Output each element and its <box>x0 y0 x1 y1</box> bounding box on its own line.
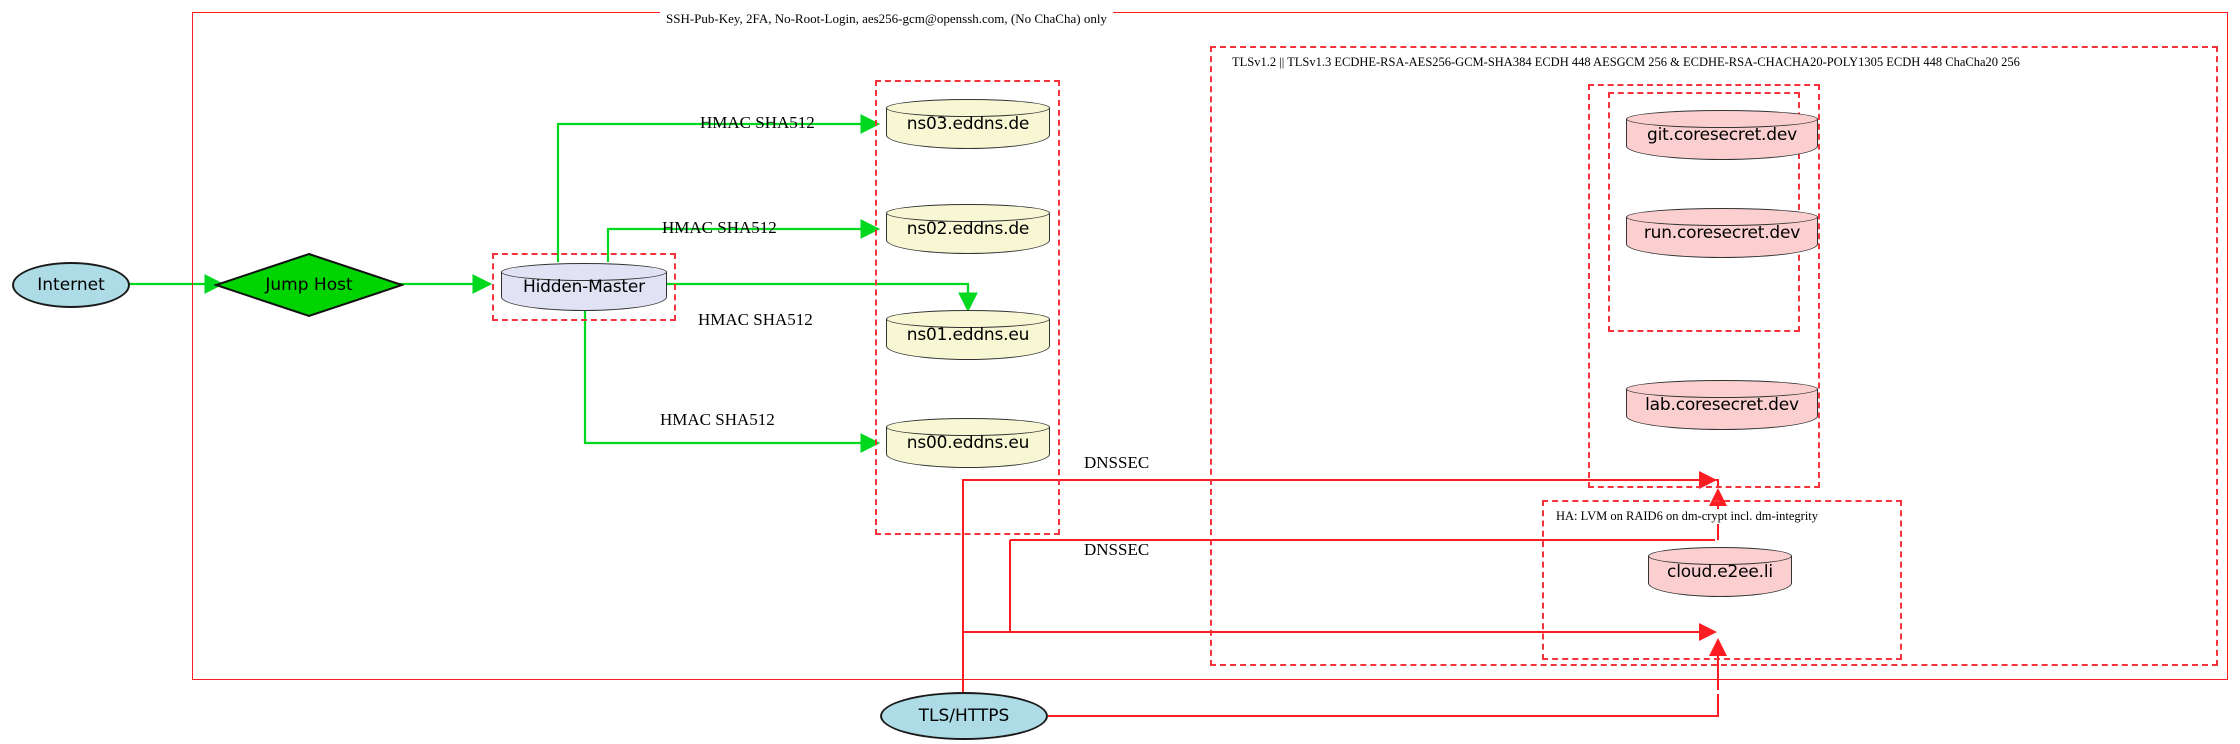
node-lab-coresecret[interactable]: lab.coresecret.dev <box>1626 380 1818 430</box>
coresecret-cluster-box <box>1588 84 1820 488</box>
cylinder-top <box>1626 208 1818 226</box>
edge-label-hmac-ns01: HMAC SHA512 <box>698 310 813 329</box>
node-jump-host[interactable]: Jump Host <box>214 252 404 318</box>
cylinder-top <box>1648 547 1792 565</box>
cylinder-body <box>886 108 1050 149</box>
node-ns00[interactable]: ns00.eddns.eu <box>886 418 1050 468</box>
node-ns02-label: ns02.eddns.de <box>906 219 1030 239</box>
node-cloud-e2ee-label: cloud.e2ee.li <box>1667 562 1773 582</box>
edge-hiddenmaster-to-ns00 <box>583 310 881 453</box>
outer-security-boundary <box>192 12 2228 680</box>
node-internet-label: Internet <box>37 275 105 295</box>
node-git-coresecret[interactable]: git.coresecret.dev <box>1626 110 1818 160</box>
cylinder-top <box>886 99 1050 117</box>
edge-label-dnssec-lower: DNSSEC <box>1084 540 1150 559</box>
edge-label-dnssec-upper: DNSSEC <box>1084 453 1150 472</box>
node-run-coresecret-label: run.coresecret.dev <box>1643 223 1801 243</box>
node-ns03-label: ns03.eddns.de <box>906 114 1030 134</box>
cylinder-top <box>886 204 1050 222</box>
node-cloud-e2ee[interactable]: cloud.e2ee.li <box>1648 547 1792 597</box>
edge-label-hmac-ns03: HMAC SHA512 <box>700 113 815 132</box>
cylinder-top <box>1626 380 1818 398</box>
tls-policy-label: TLSv1.2 || TLSv1.3 ECDHE-RSA-AES256-GCM-… <box>1228 55 2024 70</box>
ssh-policy-label: SSH-Pub-Key, 2FA, No-Root-Login, aes256-… <box>660 11 1113 27</box>
node-jump-host-label: Jump Host <box>265 275 353 295</box>
dns-cluster-box <box>875 80 1060 535</box>
edge-hiddenmaster-to-ns01 <box>663 282 978 313</box>
ha-policy-label: HA: LVM on RAID6 on dm-crypt incl. dm-in… <box>1552 509 1823 524</box>
node-ns03[interactable]: ns03.eddns.de <box>886 99 1050 149</box>
node-lab-coresecret-label: lab.coresecret.dev <box>1645 395 1799 415</box>
node-hidden-master[interactable]: Hidden-Master <box>501 263 667 311</box>
node-ns01[interactable]: ns01.eddns.eu <box>886 310 1050 360</box>
tls-cluster-box <box>1210 46 2218 666</box>
ha-cluster-box <box>1542 500 1902 660</box>
node-run-coresecret[interactable]: run.coresecret.dev <box>1626 208 1818 258</box>
cylinder-top <box>886 310 1050 328</box>
edge-hiddenmaster-to-ns03 <box>556 114 881 262</box>
node-tls-https[interactable]: TLS/HTTPS <box>880 692 1048 740</box>
node-tls-https-label: TLS/HTTPS <box>918 706 1010 726</box>
edge-hiddenmaster-to-ns02 <box>606 219 881 262</box>
node-ns02[interactable]: ns02.eddns.de <box>886 204 1050 254</box>
edge-tlshttps-to-right <box>1048 694 1719 717</box>
node-git-coresecret-label: git.coresecret.dev <box>1647 125 1797 145</box>
node-internet[interactable]: Internet <box>12 262 130 308</box>
cylinder-top <box>886 418 1050 436</box>
node-hidden-master-label: Hidden-Master <box>523 277 645 297</box>
node-ns01-label: ns01.eddns.eu <box>906 325 1030 345</box>
diamond-shape <box>214 252 404 318</box>
hidden-master-box <box>492 253 676 321</box>
cylinder-top <box>501 263 667 281</box>
node-ns00-label: ns00.eddns.eu <box>906 433 1030 453</box>
edge-label-hmac-ns02: HMAC SHA512 <box>662 218 777 237</box>
edge-label-hmac-ns00: HMAC SHA512 <box>660 410 775 429</box>
cylinder-top <box>1626 110 1818 128</box>
